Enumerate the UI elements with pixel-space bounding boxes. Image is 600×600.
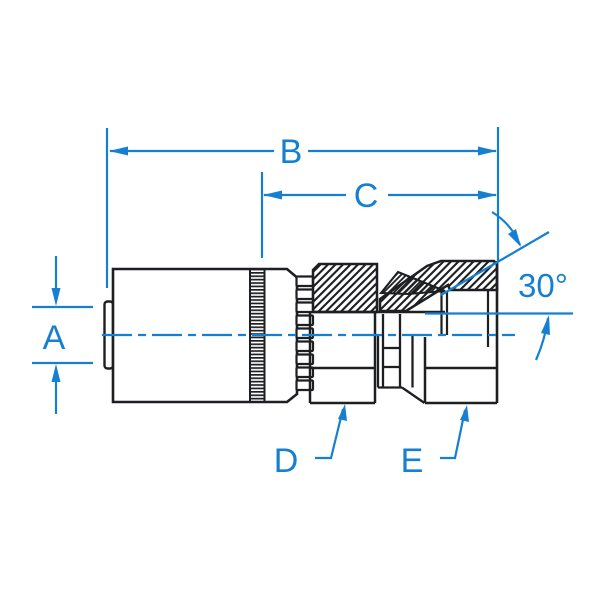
dimension-a (32, 256, 93, 414)
nut-thread-wall-lines (440, 291, 490, 347)
d-leader-arrow (338, 404, 347, 421)
leader-e (440, 405, 469, 460)
c-arrow-left (263, 190, 282, 200)
dimension-c (260, 172, 497, 258)
a-arrow-bottom (51, 364, 61, 382)
dimension-seat-angle (425, 211, 573, 361)
label-c: C (354, 177, 379, 215)
dimension-b (105, 127, 500, 288)
label-seat-angle: 30° (518, 267, 568, 304)
socket-hex-view (308, 313, 377, 405)
d-leader-line (315, 408, 345, 460)
collar-hex-view (376, 314, 426, 404)
b-arrow-left (109, 146, 128, 156)
fitting-part (103, 259, 499, 405)
c-arrow-right (478, 190, 497, 200)
label-d: D (274, 442, 299, 480)
b-arrow-right (478, 146, 497, 156)
a-arrow-top (51, 288, 61, 306)
socket-section-hatched (311, 262, 379, 314)
angle-slant-line (440, 231, 550, 296)
dimension-annotations (32, 127, 573, 460)
e-leader-line (440, 409, 467, 460)
nipple-nose-section (378, 270, 446, 296)
dimension-labels: B C A D E 30° (43, 133, 568, 480)
e-leader-arrow (460, 405, 469, 422)
label-a: A (43, 319, 66, 357)
leader-d (315, 404, 347, 460)
angle-arc-bottom-arrow (541, 315, 550, 335)
label-e: E (401, 442, 424, 480)
label-b: B (280, 133, 303, 171)
nut-hex-view (423, 337, 497, 405)
angle-arc-top-arrow (508, 229, 521, 247)
